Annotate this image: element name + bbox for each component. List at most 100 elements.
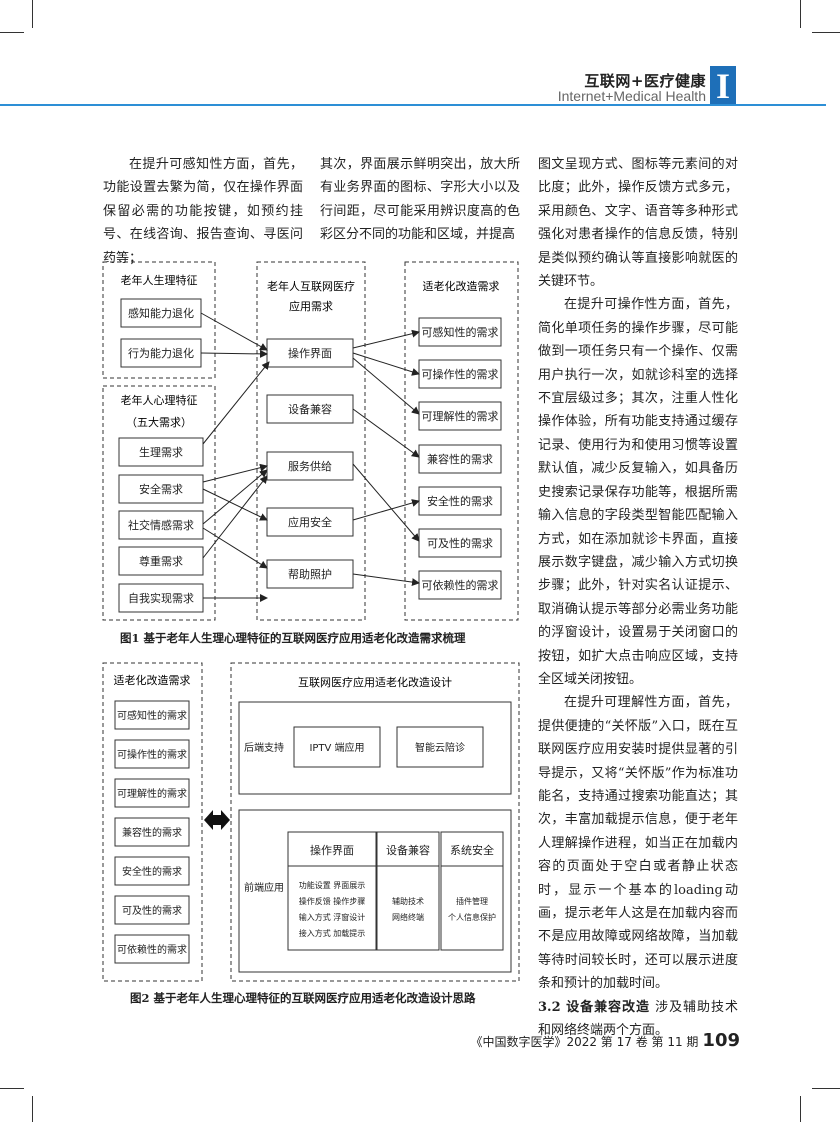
crop-mark xyxy=(32,0,33,28)
section-text: 涉及辅助技术和网络终端两个方面。 xyxy=(538,999,738,1039)
arrow xyxy=(352,408,420,458)
group-aging-needs xyxy=(404,261,519,621)
crop-mark xyxy=(800,0,801,28)
figure-2-caption: 图2 基于老年人生理心理特征的互联网医疗应用适老化改造设计思路 xyxy=(130,991,476,1005)
paragraph: 其次，界面展示鲜明突出，放大所有业务界面的图标、字形大小以及行间距，尽可能采用辨… xyxy=(320,157,520,243)
arrow xyxy=(352,352,420,376)
node-social-need xyxy=(118,510,204,540)
node-label: 自我实现需求 xyxy=(128,591,194,605)
arrow xyxy=(352,357,420,415)
node-compatible xyxy=(418,444,502,474)
node-ops-interface xyxy=(287,831,377,951)
node-label: 兼容性的需求 xyxy=(122,826,182,839)
journal-section-subtitle: Internet+Medical Health xyxy=(557,88,706,104)
node-cloud-escort xyxy=(396,726,484,768)
arrow xyxy=(352,573,420,587)
crop-mark xyxy=(812,32,840,33)
node-label: 应用安全 xyxy=(288,515,332,529)
node-accessible xyxy=(418,528,502,558)
arrow xyxy=(200,349,268,358)
figure-1-diagram: 老年人生理特征 老年人心理特征 （五大需求） 老年人互联网医疗 应用需求 适老化… xyxy=(102,261,519,621)
arrow xyxy=(200,312,268,351)
page-number: 109 xyxy=(702,1030,740,1051)
node-label: 可理解性的需求 xyxy=(117,787,187,800)
node-label: 操作界面 xyxy=(288,346,332,360)
double-arrow-icon xyxy=(204,810,230,830)
node-label: 兼容性的需求 xyxy=(427,452,493,466)
section-mark: I xyxy=(710,66,736,106)
node-label: IPTV 端应用 xyxy=(309,741,364,754)
node-device-compat xyxy=(376,831,440,951)
node-help-care xyxy=(266,559,354,589)
node-label: 安全需求 xyxy=(139,482,183,496)
arrow xyxy=(202,469,268,525)
arrow xyxy=(202,475,268,559)
node-secure xyxy=(114,856,190,886)
node-dependable xyxy=(418,570,502,600)
section-heading: 3.2 设备兼容改造 xyxy=(538,999,650,1015)
node-label: 设备兼容 xyxy=(288,402,332,416)
arrow xyxy=(202,463,268,483)
node-safety-need xyxy=(118,474,204,504)
figure-2-diagram: 适老化改造需求 互联网医疗应用适老化改造设计 可感知性的需求 可操作性的需求 可… xyxy=(102,662,520,982)
column-2-text: 其次，界面展示鲜明突出，放大所有业务界面的图标、字形大小以及行间距，尽可能采用辨… xyxy=(320,153,520,247)
group-title: 老年人心理特征 xyxy=(121,393,198,407)
node-label: 行为能力退化 xyxy=(128,346,194,360)
group-physiological xyxy=(102,261,216,379)
node-label: 帮助照护 xyxy=(288,567,332,581)
paragraph: 在提升可操作性方面，首先，简化单项任务的操作步骤，尽可能做到一项任务只有一个操作… xyxy=(538,297,738,687)
node-label: 可感知性的需求 xyxy=(422,325,499,339)
column-3-text: 图文呈现方式、图标等元素间的对比度；此外，操作反馈方式多元，采用颜色、文字、语音… xyxy=(538,153,738,1042)
node-detail: 辅助技术 xyxy=(392,896,424,906)
node-detail: 功能设置 界面展示 xyxy=(299,880,366,890)
node-title: 系统安全 xyxy=(450,843,494,857)
node-label: 智能云陪诊 xyxy=(415,741,465,754)
group-app-needs xyxy=(256,261,366,621)
node-app-security xyxy=(266,507,354,537)
node-self-actualization-need xyxy=(118,583,204,613)
paragraph: 图文呈现方式、图标等元素间的对比度；此外，操作反馈方式多元，采用颜色、文字、语音… xyxy=(538,157,738,290)
node-label: 可感知性的需求 xyxy=(117,709,187,722)
node-detail: 输入方式 浮窗设计 xyxy=(299,912,366,922)
node-label: 安全性的需求 xyxy=(427,494,493,508)
node-label: 感知能力退化 xyxy=(128,306,194,320)
paragraph: 在提升可感知性方面，首先，功能设置去繁为简，仅在操作界面保留必需的功能按键，如预… xyxy=(103,157,303,266)
node-secure xyxy=(418,486,502,516)
panel-label: 后端支持 xyxy=(244,741,284,754)
group-title: 互联网医疗应用适老化改造设计 xyxy=(298,675,452,689)
node-title: 设备兼容 xyxy=(386,843,430,857)
crop-mark xyxy=(0,32,24,33)
node-detail: 操作反馈 操作步骤 xyxy=(299,896,366,906)
journal-section-title: 互联网+医疗健康 xyxy=(584,72,706,90)
node-label: 可操作性的需求 xyxy=(422,367,499,381)
node-service-supply xyxy=(266,451,354,481)
group-subtitle: （五大需求） xyxy=(126,415,192,429)
node-label: 生理需求 xyxy=(139,445,183,459)
group-aging-needs xyxy=(102,662,203,982)
node-label: 可及性的需求 xyxy=(427,536,493,550)
crop-mark xyxy=(812,1088,840,1089)
crop-mark xyxy=(32,1096,33,1122)
node-label: 尊重需求 xyxy=(139,554,183,568)
node-detail: 接入方式 加载提示 xyxy=(299,928,366,938)
node-title: 操作界面 xyxy=(310,843,354,857)
group-title: 老年人互联网医疗 xyxy=(267,279,355,293)
node-esteem-need xyxy=(118,546,204,576)
paragraph: 3.2 设备兼容改造 涉及辅助技术和网络终端两个方面。 xyxy=(538,996,738,1043)
paragraph: 在提升可理解性方面，首先，提供便捷的“关怀版”入口，既在互联网医疗应用安装时提供… xyxy=(538,695,738,992)
node-label: 服务供给 xyxy=(288,459,332,473)
node-perceivable xyxy=(114,700,190,730)
node-dependable xyxy=(114,934,190,964)
arrow xyxy=(352,463,420,542)
node-label: 可依赖性的需求 xyxy=(422,578,499,592)
group-title: 适老化改造需求 xyxy=(114,673,191,687)
node-label: 可依赖性的需求 xyxy=(117,943,187,956)
node-label: 可操作性的需求 xyxy=(117,748,187,761)
arrow xyxy=(202,527,268,569)
arrow xyxy=(352,499,420,521)
node-device-compat xyxy=(266,394,354,424)
group-title: 应用需求 xyxy=(289,299,333,313)
column-1-text: 在提升可感知性方面，首先，功能设置去繁为简，仅在操作界面保留必需的功能按键，如预… xyxy=(103,153,303,270)
node-operable xyxy=(114,739,190,769)
